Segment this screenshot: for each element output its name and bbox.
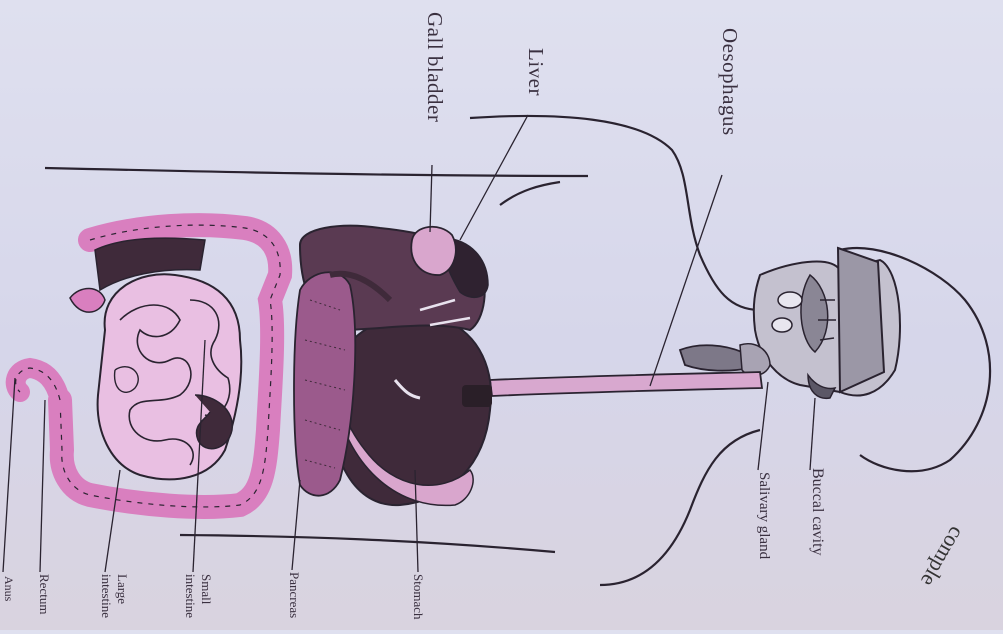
small-intestine bbox=[98, 274, 242, 479]
label-anus: Anus bbox=[1, 576, 16, 601]
label-buccal-cavity: Buccal cavity bbox=[808, 468, 826, 556]
label-liver: Liver bbox=[523, 48, 548, 96]
label-large-intestine-line2: intestine bbox=[98, 574, 114, 618]
label-oesophagus: Oesophagus bbox=[717, 28, 742, 136]
salivary-gland bbox=[680, 344, 770, 376]
label-small-intestine-line2: intestine bbox=[182, 574, 198, 618]
label-large-intestine-line1: Large bbox=[114, 574, 130, 604]
head bbox=[754, 248, 900, 398]
label-rectum: Rectum bbox=[36, 574, 52, 614]
label-pancreas: Pancreas bbox=[286, 572, 302, 618]
label-small-intestine-line1: Small bbox=[198, 574, 214, 604]
rectum-anus bbox=[16, 368, 60, 400]
oesophagus bbox=[490, 372, 762, 396]
label-stomach: Stomach bbox=[410, 574, 426, 620]
label-salivary-gland: Salivary gland bbox=[755, 472, 772, 559]
label-gall-bladder: Gall bladder bbox=[422, 12, 447, 122]
